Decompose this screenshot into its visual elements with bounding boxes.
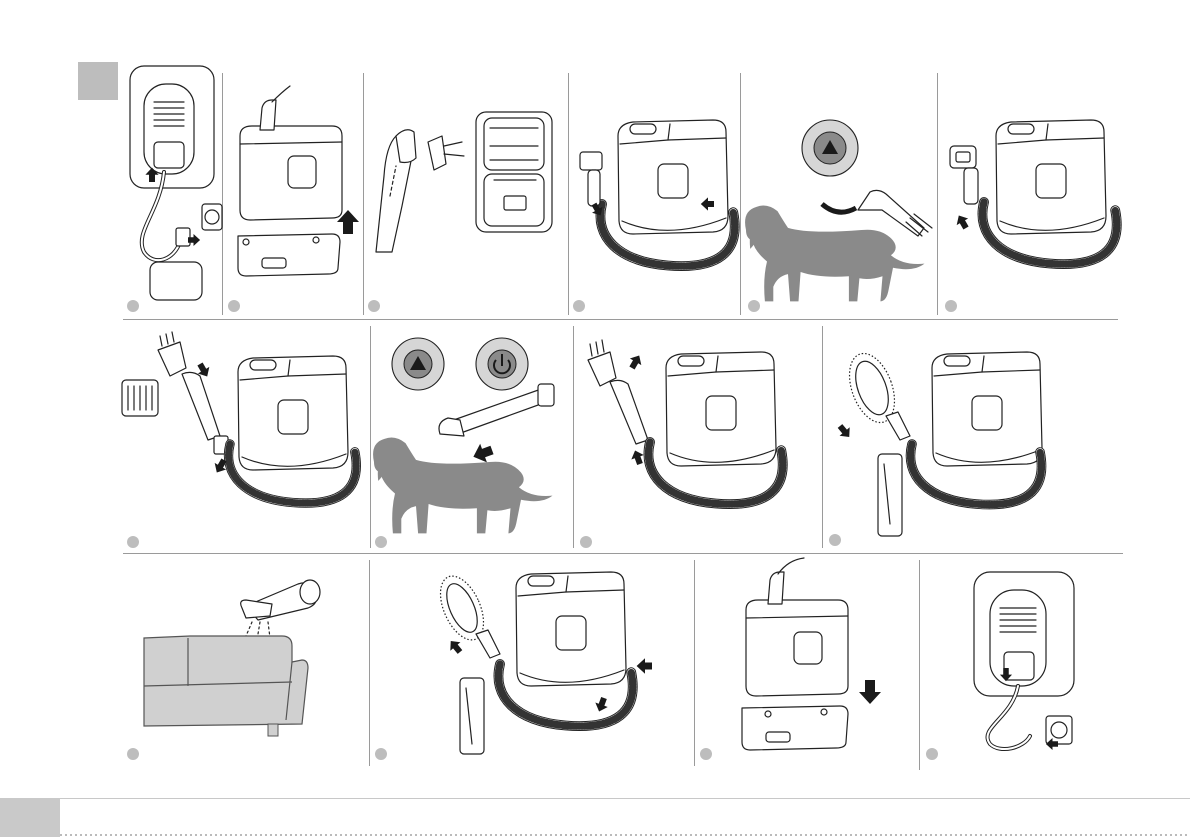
step-marker xyxy=(368,300,380,312)
step-5-power-brush-dog-illustration xyxy=(746,118,934,290)
column-divider xyxy=(919,560,920,770)
column-divider xyxy=(568,73,569,315)
step-3-attach-brushes-illustration xyxy=(366,106,562,256)
row-divider-2 xyxy=(123,553,1123,554)
step-13-place-on-base-illustration xyxy=(738,558,888,754)
step-marker xyxy=(748,300,760,312)
step-1-mains-disconnect-illustration xyxy=(124,62,222,302)
step-6-attach-handle-illustration xyxy=(944,112,1118,284)
column-divider xyxy=(222,73,223,315)
step-marker xyxy=(375,748,387,760)
step-9-remove-comb-illustration xyxy=(580,338,816,534)
column-divider xyxy=(822,326,823,548)
step-marker xyxy=(375,536,387,548)
step-14-reconnect-plug-illustration xyxy=(968,568,1092,756)
step-12-detach-brush-illustration xyxy=(434,568,660,754)
column-divider xyxy=(369,560,370,766)
column-divider xyxy=(573,326,574,548)
step-marker xyxy=(127,748,139,760)
footer-line xyxy=(60,798,1190,799)
footer-dotted-edge xyxy=(60,834,1190,836)
step-7-clip-comb-illustration xyxy=(120,340,365,538)
column-divider xyxy=(694,560,695,766)
step-marker xyxy=(580,536,592,548)
step-8-buttons-dog-illustration xyxy=(374,338,569,534)
row-divider-1 xyxy=(123,319,1118,320)
step-4-connect-hose-illustration xyxy=(574,112,734,282)
page-tab xyxy=(78,62,118,100)
step-11-sofa-illustration xyxy=(142,574,342,740)
column-divider xyxy=(740,73,741,315)
step-10-crevice-brush-illustration xyxy=(830,344,1066,538)
step-2-lift-unit-illustration xyxy=(232,96,357,286)
step-marker xyxy=(228,300,240,312)
step-marker xyxy=(926,748,938,760)
step-marker xyxy=(945,300,957,312)
column-divider xyxy=(363,73,364,315)
column-divider xyxy=(370,326,371,548)
step-marker xyxy=(573,300,585,312)
step-marker xyxy=(700,748,712,760)
footer-tab xyxy=(0,798,60,837)
column-divider xyxy=(937,73,938,315)
